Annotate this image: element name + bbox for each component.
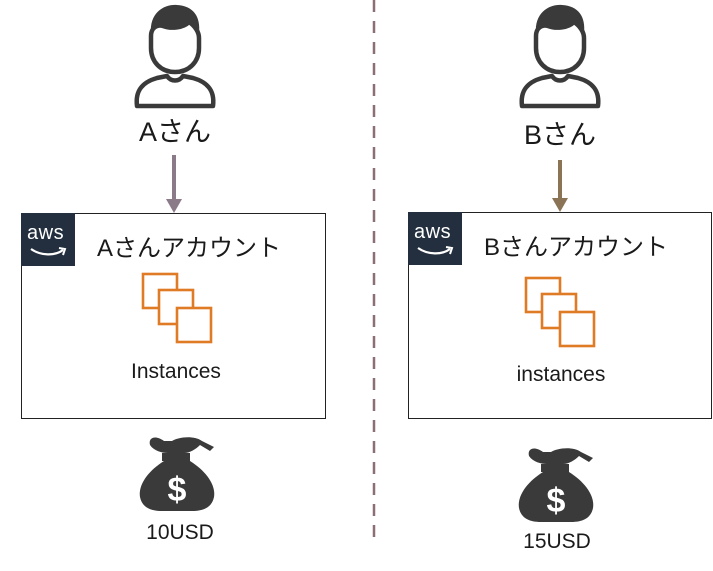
- user-b-name: Bさん: [523, 120, 596, 150]
- money-bag-icon: $: [139, 437, 215, 511]
- ec2-instances-icon: [141, 272, 213, 344]
- aws-logo-icon: aws: [408, 212, 462, 265]
- aws-logo-icon: aws: [21, 213, 75, 266]
- user-a-group: Aさん: [95, 0, 255, 147]
- cost-a-amount: 10USD: [146, 521, 214, 544]
- cost-b-amount: 15USD: [523, 530, 591, 553]
- cost-b-group: $ 15USD: [497, 440, 617, 560]
- money-bag-icon: $: [518, 448, 594, 522]
- svg-text:$: $: [547, 482, 566, 520]
- user-b-icon: [519, 4, 601, 109]
- account-b-box: aws Bさんアカウント instances: [408, 212, 712, 419]
- account-a-title: Aさんアカウント: [97, 235, 282, 262]
- aws-badge-text: aws: [27, 222, 65, 244]
- cost-a-group: $ 10USD: [120, 433, 240, 553]
- user-a-icon: [134, 4, 216, 109]
- account-a-box: aws Aさんアカウント Instances: [21, 213, 326, 419]
- account-b-resource-label: instances: [516, 363, 606, 386]
- account-b-title: Bさんアカウント: [484, 234, 669, 261]
- arrow-a: [166, 155, 182, 213]
- user-b-group: Bさん: [480, 0, 640, 150]
- aws-smile-icon: [30, 247, 67, 256]
- aws-smile-icon: [417, 246, 454, 255]
- aws-badge-text: aws: [414, 221, 452, 243]
- account-a-resource-label: Instances: [131, 360, 221, 383]
- svg-text:$: $: [168, 471, 187, 509]
- arrow-b: [552, 160, 568, 212]
- ec2-instances-icon: [524, 276, 596, 348]
- user-a-name: Aさん: [138, 117, 211, 147]
